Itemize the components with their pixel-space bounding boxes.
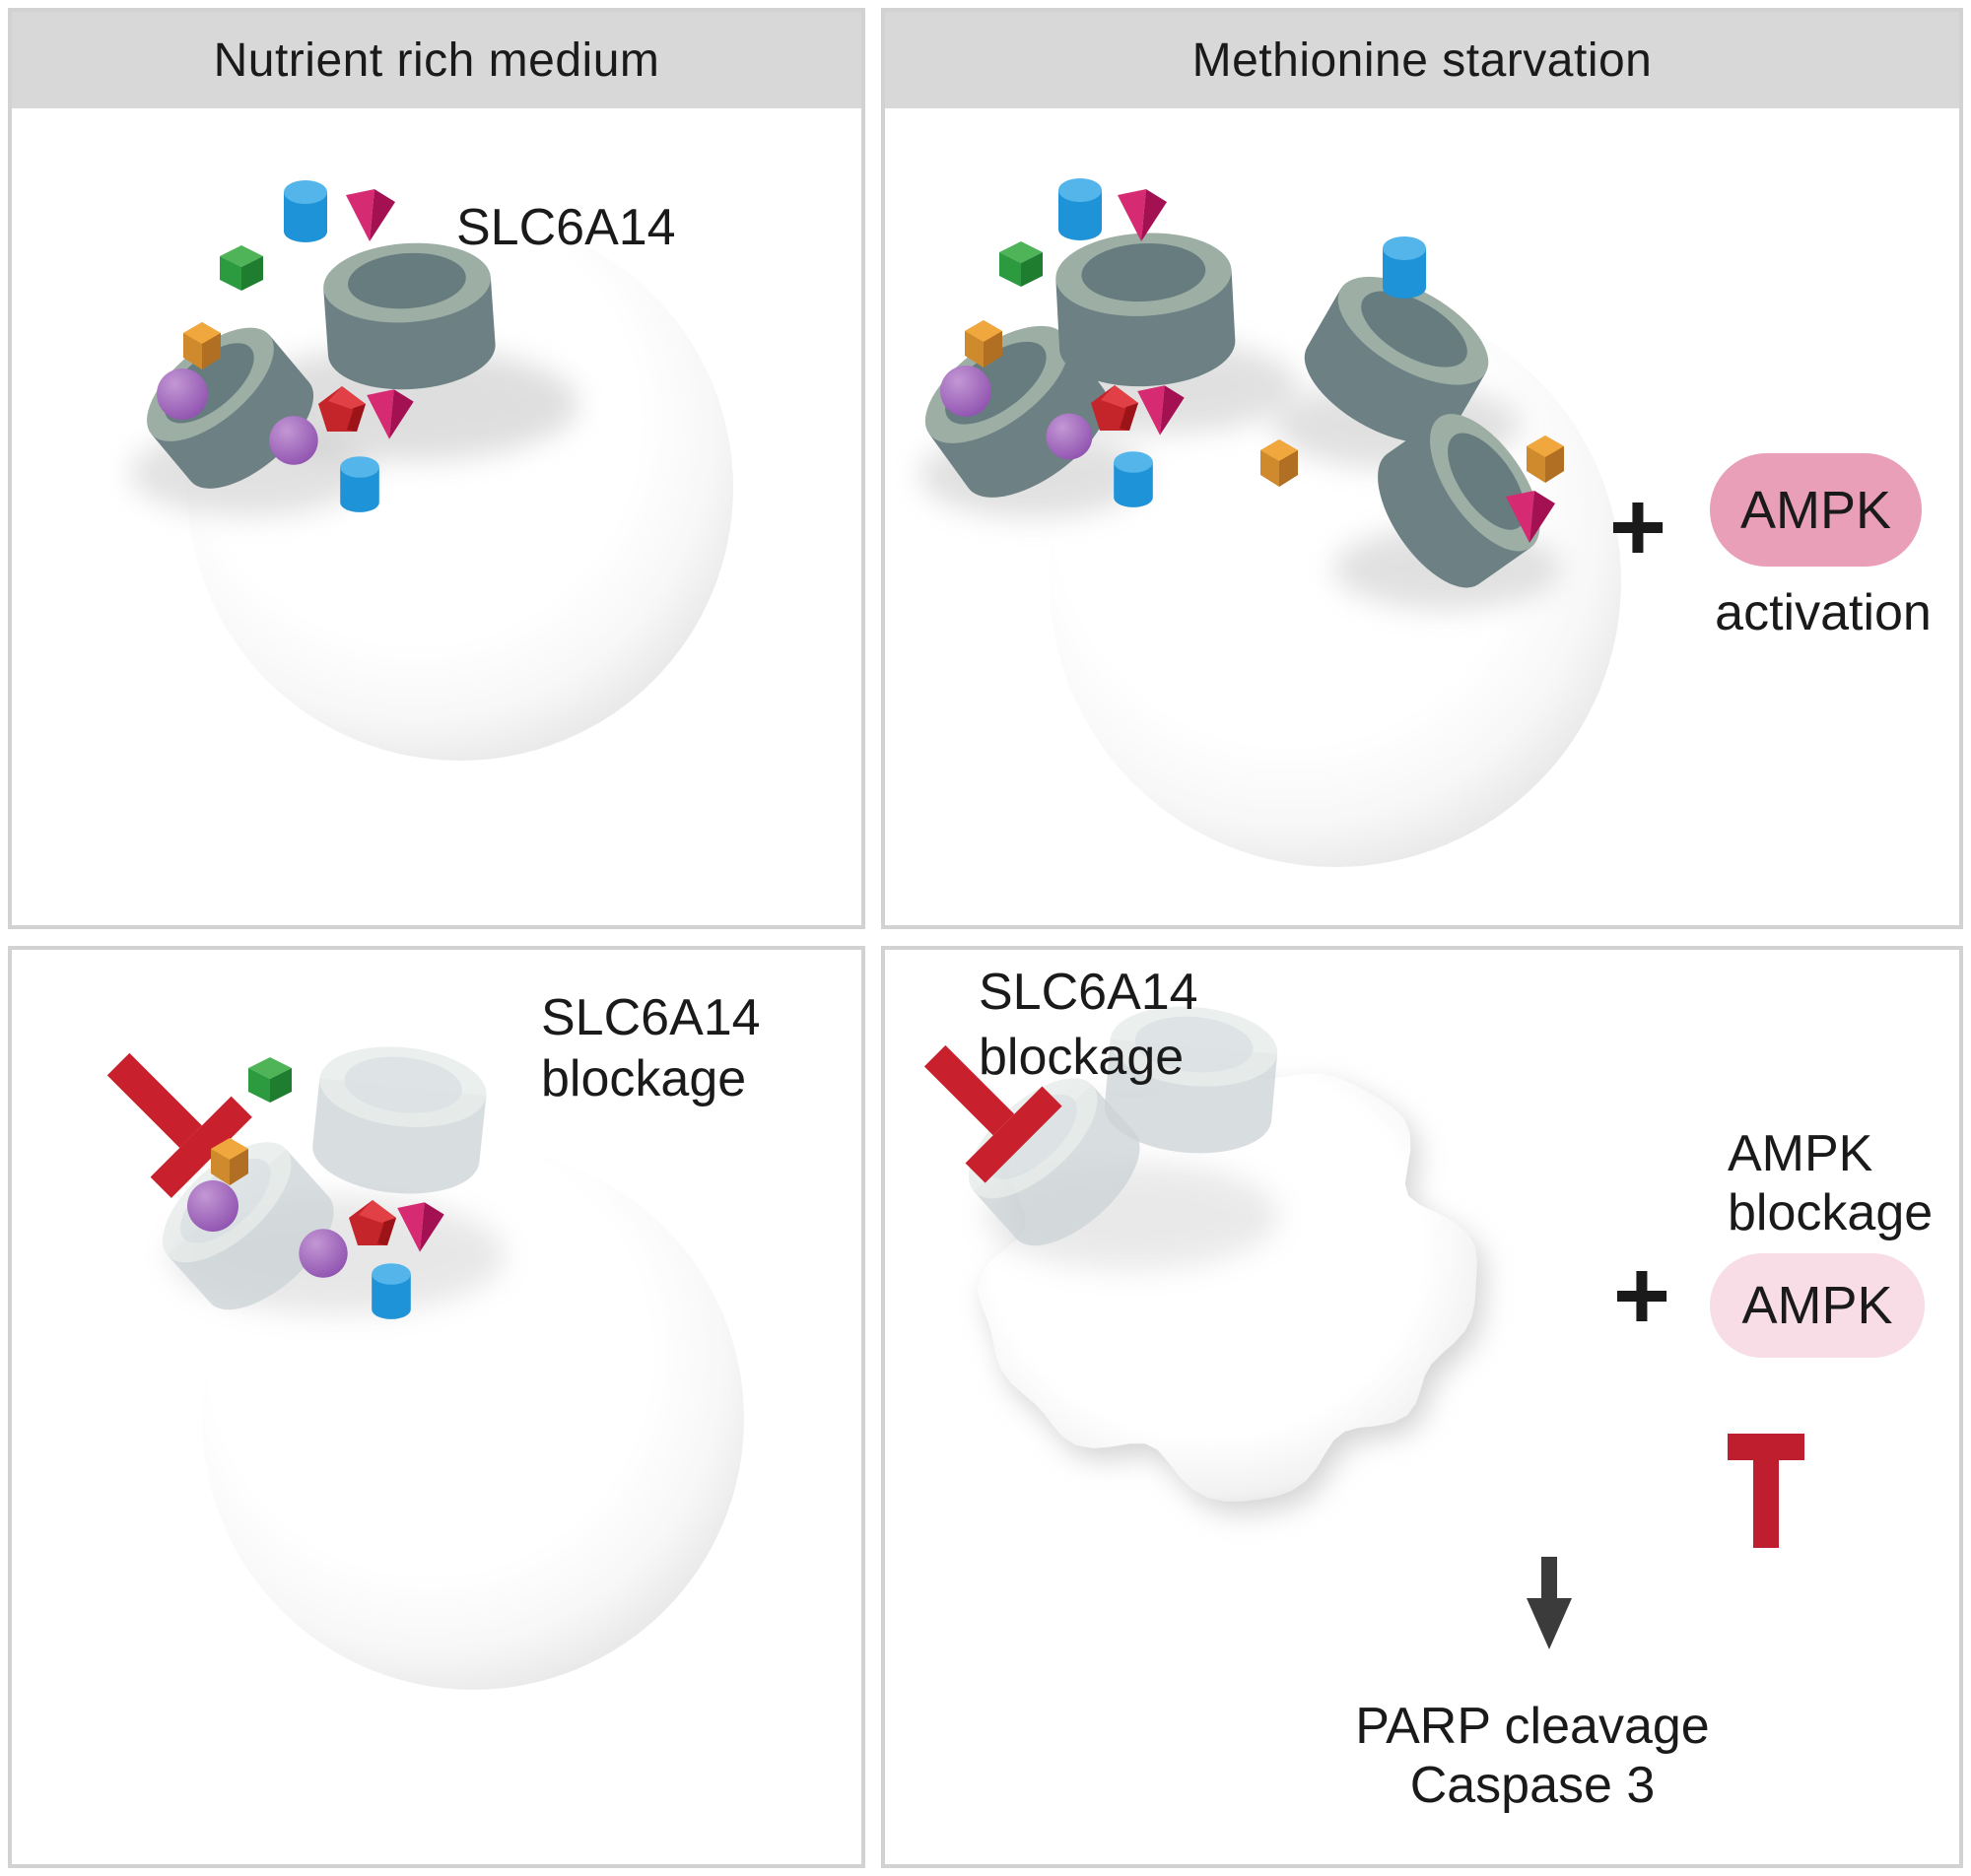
label-line-1: SLC6A14: [541, 989, 761, 1046]
outcome-line-1: PARP cleavage: [1355, 1698, 1710, 1755]
blue-cylinder-nutrient-icon: [372, 1263, 411, 1319]
apoptotic-cell-art: [896, 999, 1804, 1649]
panel-nutrient-rich-medium: Nutrient rich medium SLC6A14: [8, 8, 865, 929]
green-cube-nutrient-icon: [999, 241, 1043, 287]
slc6a14-blockage-label: SLC6A14 blockage: [541, 987, 761, 1109]
ampk-pill-text: AMPK: [1739, 480, 1892, 540]
ampk-pill-blocked: AMPK: [1710, 1253, 1925, 1358]
label-line-1: AMPK: [1728, 1125, 1873, 1182]
panel-methionine-starvation: Methionine starvation + AMPK activation: [881, 8, 1963, 929]
label-line-2: blockage: [1728, 1184, 1934, 1241]
panel-title-nutrient-rich: Nutrient rich medium: [12, 12, 861, 108]
panel-slc6a14-blockage-nutrient-rich: SLC6A14 blockage: [8, 946, 865, 1868]
purple-sphere-nutrient-icon: [1046, 413, 1093, 460]
plus-sign: +: [1612, 1240, 1671, 1351]
starvation-cell-art: [906, 178, 1621, 867]
blue-cylinder-nutrient-icon: [1058, 178, 1102, 240]
blue-cylinder-nutrient-icon: [1114, 451, 1153, 507]
ampk-pill-text: AMPK: [1741, 1276, 1893, 1335]
label-line-2: blockage: [541, 1050, 747, 1107]
blue-cylinder-nutrient-icon: [284, 180, 327, 242]
slc6a14-transporter-cylinder-icon: [1053, 229, 1238, 391]
panel-slc6a14-ampk-blockage-starvation: SLC6A14 blockage AMPK blockage + AMPK PA…: [881, 946, 1963, 1868]
ampk-pill-active: AMPK: [1710, 453, 1922, 567]
blue-cylinder-nutrient-icon: [1383, 236, 1426, 299]
purple-sphere-nutrient-icon: [157, 368, 208, 420]
ampk-inhibitor-t-icon: [1728, 1434, 1804, 1548]
panel-title-text: Nutrient rich medium: [213, 34, 660, 87]
ampk-activation-caption: activation: [1715, 584, 1932, 641]
purple-sphere-nutrient-icon: [187, 1180, 238, 1232]
cell-graphic: [187, 215, 733, 761]
blue-cylinder-nutrient-icon: [340, 456, 379, 512]
panel-title-methionine-starvation: Methionine starvation: [885, 12, 1959, 108]
outcome-line-2: Caspase 3: [1409, 1757, 1656, 1814]
green-cube-nutrient-icon: [248, 1057, 292, 1103]
slc6a14-blockage-label: SLC6A14 blockage: [979, 960, 1198, 1090]
green-cube-nutrient-icon: [220, 245, 263, 291]
purple-sphere-nutrient-icon: [269, 416, 318, 465]
plus-sign: +: [1608, 471, 1667, 582]
label-line-2: blockage: [979, 1029, 1185, 1086]
down-arrow-icon: [1527, 1557, 1572, 1649]
slc6a14-transporter-cylinder-icon: [320, 237, 499, 395]
purple-sphere-nutrient-icon: [940, 366, 991, 417]
nutrient-rich-cell-art: [127, 180, 733, 761]
panel-title-text: Methionine starvation: [1191, 34, 1653, 87]
slc6a14-label: SLC6A14: [456, 199, 676, 256]
ampk-blockage-label: AMPK blockage: [1728, 1124, 1933, 1242]
label-line-1: SLC6A14: [979, 964, 1198, 1021]
blocked-cell-art: [78, 1024, 744, 1690]
purple-sphere-nutrient-icon: [299, 1229, 348, 1278]
ghost-transporter-cylinder-icon: [308, 1038, 491, 1202]
apoptosis-outcome-label: PARP cleavage Caspase 3: [1355, 1697, 1709, 1815]
